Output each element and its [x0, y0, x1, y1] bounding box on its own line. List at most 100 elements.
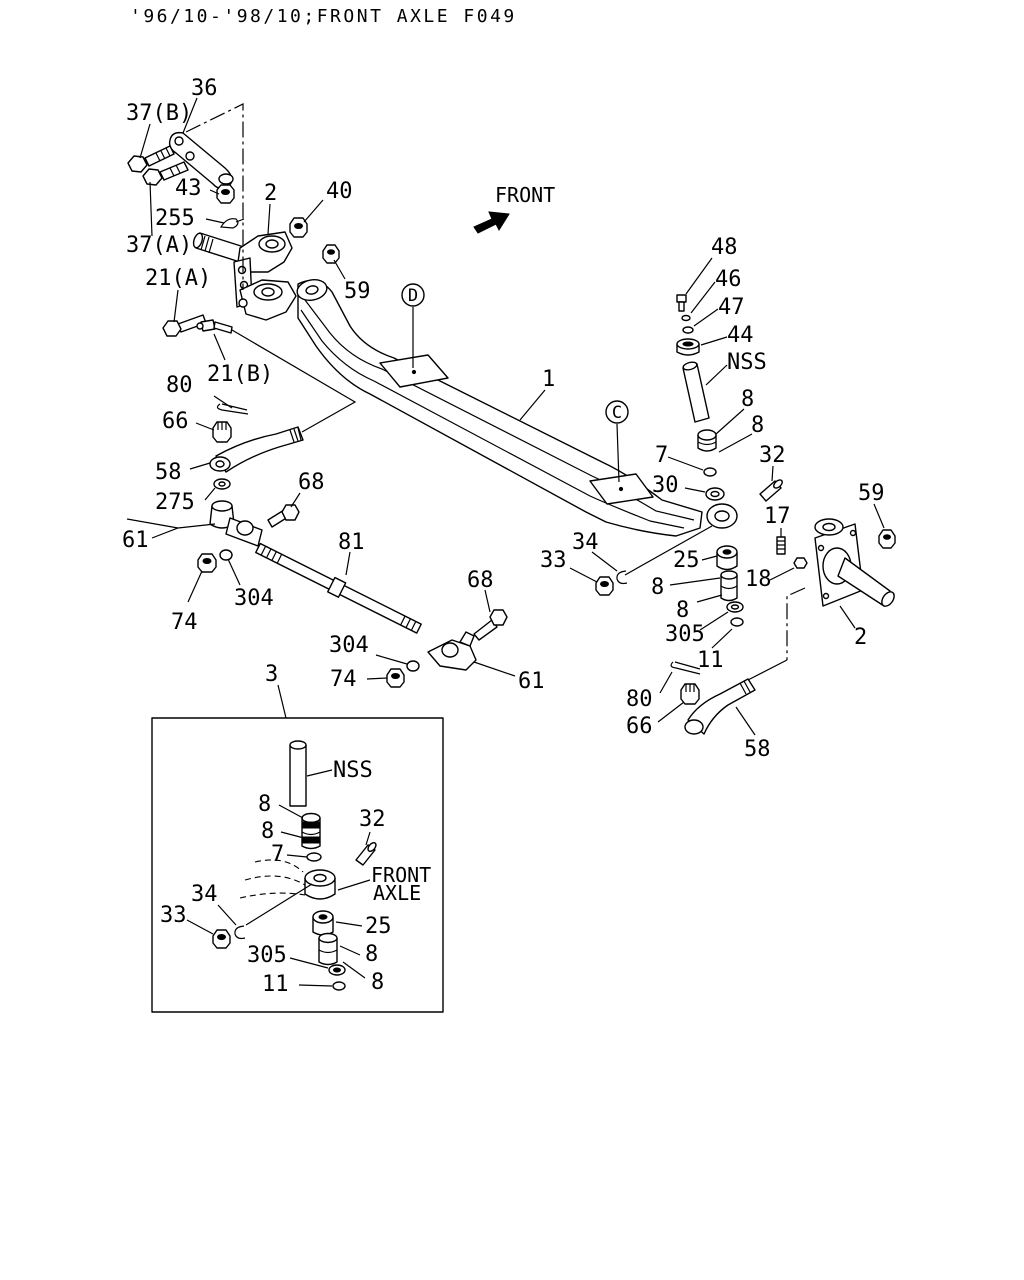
inset-part-32-bolt [355, 842, 377, 866]
callout-68: 68 [298, 470, 325, 495]
inset-callout-7: 7 [271, 842, 284, 867]
part-47-washer [682, 326, 694, 334]
inset-callout-nss: NSS [333, 758, 373, 783]
reference-mark-d-label: D [408, 286, 418, 306]
callout-7: 7 [655, 443, 668, 468]
inset-callout-33: 33 [160, 903, 187, 928]
part-255-cotter-pin [219, 218, 245, 229]
part-34-snap-ring [616, 570, 628, 585]
inset-front-axle-label-line1: FRONT [371, 863, 431, 887]
callout-68: 68 [467, 568, 494, 593]
callout-58: 58 [155, 460, 182, 485]
callout-59: 59 [344, 279, 371, 304]
inset-number: 3 [265, 662, 278, 687]
part-21b-grease-fitting [196, 319, 233, 334]
part-68-left-bolt [267, 504, 300, 528]
callout-61: 61 [122, 528, 149, 553]
page-title: '96/10-'98/10;FRONT AXLE F049 [130, 6, 517, 27]
inset-part-nss-king-pin [289, 740, 307, 807]
part-2-right-knuckle [814, 518, 895, 607]
part-61-left-tie-rod-end [209, 500, 263, 547]
callout-36: 36 [191, 76, 218, 101]
part-1-axle-beam [296, 279, 738, 537]
callout-40: 40 [326, 179, 353, 204]
inset-front-axle-eye [239, 859, 336, 900]
inset-part-8-lower-bushings [318, 932, 338, 966]
inset-part-33-nut [212, 929, 231, 949]
callout-59: 59 [858, 481, 885, 506]
inset-part-7-washer [306, 852, 322, 862]
part-11-plug [730, 617, 744, 627]
part-304-left-washer [219, 549, 233, 561]
part-48-bolt [676, 294, 687, 312]
reference-mark-d: D [401, 283, 425, 307]
inset-part-34-snap-ring [234, 925, 246, 940]
inset-front-axle-label-line2: AXLE [373, 881, 421, 905]
callout-80: 80 [166, 373, 193, 398]
part-80-right-cotter [670, 661, 701, 675]
part-40-nut [289, 217, 308, 238]
part-68-right-bolt [473, 609, 508, 641]
reference-mark-c-label: C [612, 403, 622, 423]
callout-48: 48 [711, 235, 738, 260]
callout-275: 275 [155, 490, 195, 515]
callout-44: 44 [727, 323, 754, 348]
callout-11: 11 [697, 648, 724, 673]
reference-mark-c: C [605, 400, 629, 424]
part-18-nut [793, 557, 808, 569]
inset-callout-25: 25 [365, 914, 392, 939]
inset-part-25-bushing [312, 910, 334, 936]
inset-callout-32: 32 [359, 807, 386, 832]
callout-2: 2 [854, 625, 867, 650]
inset-callout-305: 305 [247, 943, 287, 968]
inset-part-11-plug [332, 981, 346, 991]
part-17-pin [776, 536, 786, 555]
leader-lines-main [126, 97, 885, 736]
callout-1: 1 [542, 367, 555, 392]
callout-66: 66 [162, 409, 189, 434]
part-8-upper-bushings [697, 429, 717, 452]
callout-74: 74 [171, 610, 198, 635]
callout-37a: 37(A) [126, 233, 192, 258]
callout-66: 66 [626, 714, 653, 739]
part-44-cap [676, 338, 700, 356]
part-59-right-nut [878, 529, 896, 549]
part-61-right-tie-rod-end [427, 631, 477, 671]
leader-lines-inset [186, 769, 371, 987]
inset-callout-8: 8 [365, 942, 378, 967]
part-2-left-knuckle [233, 231, 297, 321]
callout-58: 58 [744, 737, 771, 762]
callout-34: 34 [572, 530, 599, 555]
callout-21b: 21(B) [207, 362, 273, 387]
callout-8: 8 [751, 413, 764, 438]
part-30-washer [705, 487, 725, 501]
callout-17: 17 [764, 504, 791, 529]
part-66-left-castle-nut [212, 421, 232, 443]
callout-8: 8 [741, 387, 754, 412]
inset-part-305-washer [328, 964, 346, 976]
inset-callout-8: 8 [258, 792, 271, 817]
part-58-right-steering-arm [684, 678, 756, 735]
part-275-washer [213, 478, 231, 490]
callout-8: 8 [676, 598, 689, 623]
inset-callout-34: 34 [191, 882, 218, 907]
inset-callout-8: 8 [261, 819, 274, 844]
part-43-nut [216, 184, 235, 204]
callout-47: 47 [718, 295, 745, 320]
callout-2: 2 [264, 181, 277, 206]
part-8-lower-bushings [720, 570, 738, 602]
callout-nss: NSS [727, 350, 767, 375]
part-25-bushing [716, 545, 738, 571]
callout-21a: 21(A) [145, 266, 211, 291]
callout-30: 30 [652, 473, 679, 498]
callout-33: 33 [540, 548, 567, 573]
callout-61: 61 [518, 669, 545, 694]
callout-32: 32 [759, 443, 786, 468]
part-80-left-cotter [216, 403, 249, 415]
part-74-right-nut [386, 668, 405, 688]
inset-part-8-upper-bushings [301, 812, 321, 850]
callout-255: 255 [155, 206, 195, 231]
part-74-left-nut [197, 553, 217, 573]
callout-304: 304 [329, 633, 369, 658]
callout-80: 80 [626, 687, 653, 712]
